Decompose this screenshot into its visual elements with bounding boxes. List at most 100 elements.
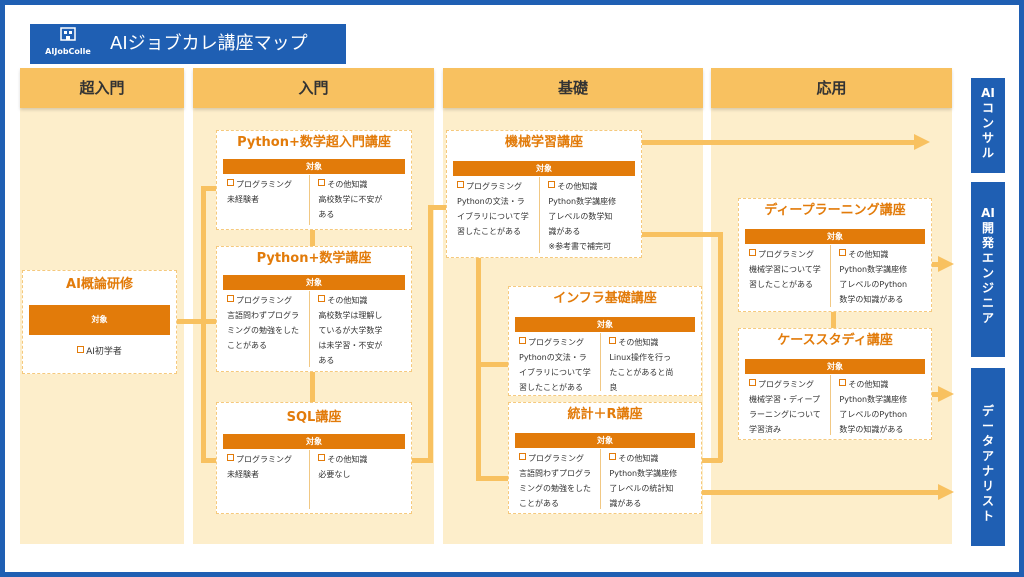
course-title: ケーススタディ講座 [777,333,893,348]
req-text: ことがある [519,499,559,508]
req-text: 機械学習・ディープ [749,395,820,404]
target-header: 対象 [515,433,695,448]
req-text: ているが大学数学 [318,326,383,335]
req-text: 言語問わずプログラ [519,469,591,478]
destination-char: ト [981,509,994,523]
req-text: その他知識 [557,182,598,191]
other-requirements: その他知識 Python数学講座修 了レベルのPython 数学の知識がある [831,375,925,435]
destination-ai-engineer: AI 開 発 エ ン ジ ニ ア [971,182,1005,357]
connector [642,140,914,145]
connector [201,319,219,324]
other-requirements: その他知識 必要なし [310,450,405,509]
connector [201,186,206,462]
destination-char: ー [981,419,994,433]
course-deep-learning[interactable]: ディープラーニング講座 対象 プログラミング 機械学習について学 習したことがあ… [738,198,932,312]
other-requirements: その他知識 高校数学は理解し ているが大学数学 は未学習・不安が ある [310,291,405,367]
req-text: 高校数学は理解し [318,311,383,320]
checkbox-icon [77,346,85,353]
course-infra-basics[interactable]: インフラ基礎講座 対象 プログラミング Pythonの文法・ラ イブラリについて… [508,286,702,396]
course-statistics-r[interactable]: 統計＋R講座 対象 プログラミング 言語問わずプログラ ミングの勉強をした こと… [508,402,702,514]
connector [831,312,836,330]
destination-char: リ [981,479,994,493]
checkbox-icon [839,379,847,386]
programming-requirements: プログラミング 言語問わずプログラ ミングの勉強をした ことがある [515,449,602,509]
req-text: プログラミング [236,180,292,189]
req-text: 言語問わずプログラ [227,311,299,320]
destination-char: タ [981,434,994,448]
programming-requirements: プログラミング 未経験者 [223,175,311,225]
checkbox-icon [519,453,526,460]
destination-char: AI [981,86,995,100]
destination-ai-consultant: AI コ ン サ ル [971,78,1005,173]
req-text: プログラミング [528,338,584,347]
column-header-basic: 基礎 [443,68,703,108]
checkbox-icon [227,454,234,461]
req-text: Python数学講座修 [548,197,617,206]
course-title: SQL講座 [286,410,342,425]
req-text: 習したことがある [457,227,521,236]
destination-char: AI [981,206,995,220]
column-header-applied: 応用 [711,68,952,108]
target-header: 対象 [745,359,925,374]
req-text: ※参考書で補完可 [548,242,612,251]
connector [428,205,433,463]
course-title: ディープラーニング講座 [764,203,906,218]
req-text: その他知識 [327,455,368,464]
checkbox-icon [749,249,756,256]
req-text: 習したことがある [519,383,583,392]
checkbox-icon [227,295,234,302]
req-text: その他知識 [618,338,659,347]
req-text: その他知識 [327,296,368,305]
course-machine-learning[interactable]: 機械学習講座 対象 プログラミング Pythonの文法・ラ イブラリについて学 … [446,130,642,258]
checkbox-icon [457,181,464,188]
req-text: Pythonの文法・ラ [457,197,525,206]
target-header: 対象 [453,161,635,176]
checkbox-icon [318,179,326,186]
logo: AIJobColle [38,26,98,62]
programming-requirements: プログラミング 言語問わずプログラ ミングの勉強をした ことがある [223,291,311,367]
programming-requirements: プログラミング 機械学習について学 習したことがある [745,245,832,307]
req-text: 識がある [548,227,581,236]
connector [700,490,938,495]
column-header-super-intro: 超入門 [20,68,184,108]
req-text: イブラリについて学 [457,212,529,221]
req-text: プログラミング [466,182,522,191]
course-python-math[interactable]: Python+数学講座 対象 プログラミング 言語問わずプログラ ミングの勉強を… [216,246,412,372]
req-text: ある [318,210,335,219]
connector [176,319,204,324]
course-sql[interactable]: SQL講座 対象 プログラミング 未経験者 その他知識 必要なし [216,402,412,514]
destination-char: デ [981,404,994,418]
course-title: 機械学習講座 [504,135,583,150]
connector [476,258,481,480]
page-title: AIジョブカレ講座マップ [110,33,308,54]
destination-char: コ [981,101,994,115]
destination-char: ス [981,494,994,508]
req-text: Python数学講座修 [839,395,908,404]
req-text: その他知識 [618,454,659,463]
course-python-math-super-intro[interactable]: Python+数学超入門講座 対象 プログラミング 未経験者 その他知識 高校数… [216,130,412,230]
req-text: その他知識 [327,180,368,189]
destination-char: サ [981,131,994,145]
req-text: たことがあると尚 [609,368,674,377]
arrow-to-engineer [938,256,954,272]
checkbox-icon [519,337,526,344]
connector [201,458,219,463]
destination-char: 開 [981,221,994,235]
req-text: 習したことがある [749,280,813,289]
course-ai-overview[interactable]: AI概論研修 対象 AI初学者 [22,270,177,374]
connector [201,186,219,191]
destination-char: エ [981,251,994,265]
programming-requirements: プログラミング 未経験者 [223,450,311,509]
checkbox-icon [839,249,847,256]
req-text: 数学の知識がある [839,295,904,304]
req-text: Linux操作を行っ [609,353,671,362]
connector [718,232,723,462]
req-text: プログラミング [528,454,584,463]
course-case-study[interactable]: ケーススタディ講座 対象 プログラミング 機械学習・ディープ ラーニングについて… [738,328,932,440]
destination-data-analyst: デ ー タ ア ナ リ ス ト [971,368,1005,546]
connector [700,458,722,463]
course-title: Python+数学超入門講座 [237,135,391,150]
req-text: プログラミング [236,296,292,305]
req-text: Pythonの文法・ラ [519,353,587,362]
connector [932,262,938,267]
